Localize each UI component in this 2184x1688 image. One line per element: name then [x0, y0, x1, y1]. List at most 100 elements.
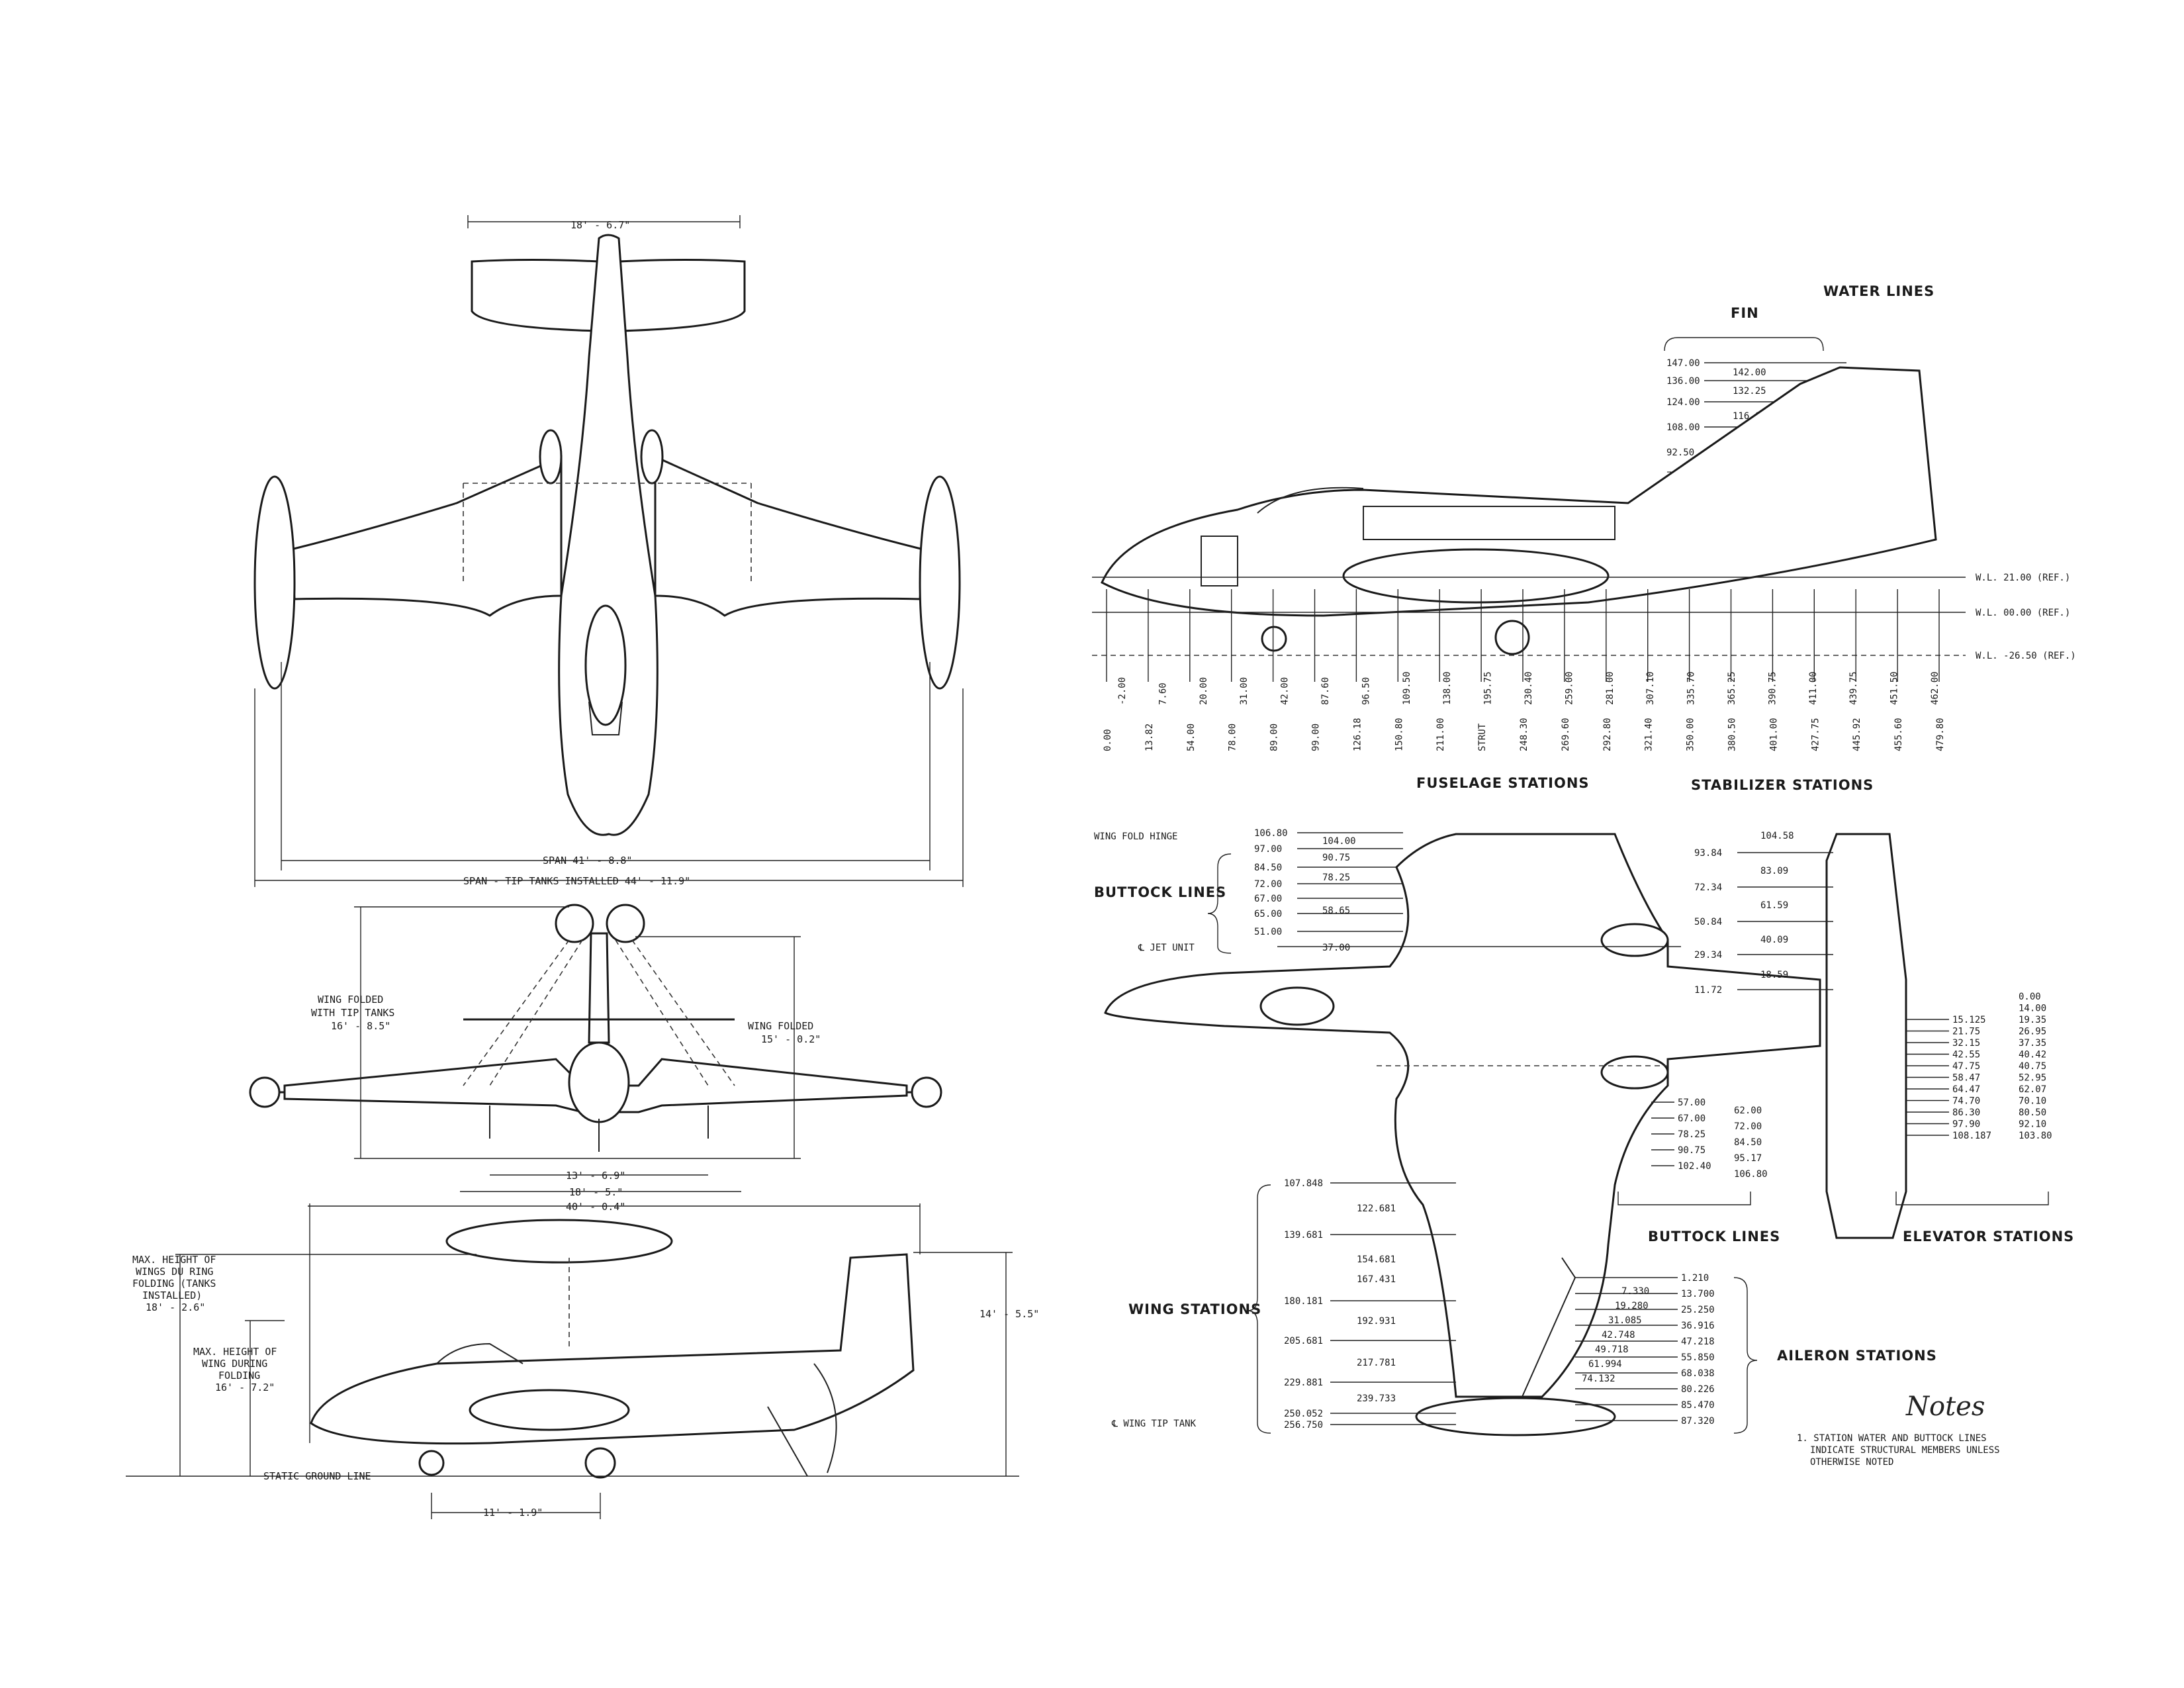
elevator-station-right: 103.80	[2019, 1131, 2052, 1141]
max-height-3: FOLDING	[218, 1370, 260, 1382]
aileron-station-right: 13.700	[1681, 1289, 1715, 1299]
fuselage-station-upper: 109.50	[1402, 671, 1412, 705]
wing-station-left: 229.881	[1284, 1378, 1323, 1388]
buttock-lines-lower-title: BUTTOCK LINES	[1648, 1229, 1780, 1244]
elevator-station-right: 62.07	[2019, 1084, 2046, 1095]
notes-line-1: 1. STATION WATER AND BUTTOCK LINES	[1797, 1433, 1987, 1444]
fuselage-station-lower: 54.00	[1186, 724, 1197, 751]
fuselage-station-upper: 138.00	[1442, 671, 1453, 705]
fuselage-station-upper: 20.00	[1199, 677, 1209, 705]
wing-station-left: 180.181	[1284, 1296, 1323, 1307]
aileron-station-left: 7.330	[1621, 1286, 1649, 1297]
buttock-line-value: 72.00	[1254, 879, 1282, 890]
max-height-1: MAX. HEIGHT OF	[193, 1346, 277, 1358]
aileron-station-right: 80.226	[1681, 1384, 1715, 1395]
front-dim-1: 13' - 6.9"	[566, 1170, 625, 1182]
stabilizer-station-right: 104.58	[1760, 831, 1794, 841]
stabilizer-station-left: 72.34	[1694, 882, 1722, 893]
fuselage-station-upper: 365.25	[1727, 671, 1737, 705]
buttock-lower-b: 62.00	[1734, 1105, 1762, 1116]
fuselage-station-upper: 451.50	[1889, 671, 1900, 705]
top-view: 18' - 6.7" SPAN 41' - 8.8" SPAN - TIP TA…	[253, 215, 964, 887]
max-height-tanks-3: FOLDING (TANKS	[132, 1278, 216, 1289]
wing-station-inner: 217.781	[1357, 1358, 1396, 1368]
aileron-stations-title: AILERON STATIONS	[1777, 1348, 1937, 1364]
aileron-station-right: 85.470	[1681, 1400, 1715, 1411]
fuselage-station-upper: 335.70	[1686, 671, 1697, 705]
buttock-lines-title: BUTTOCK LINES	[1094, 884, 1226, 900]
wing-station-inner: 192.931	[1357, 1316, 1396, 1327]
buttock-line-inner-value: 78.25	[1322, 872, 1350, 883]
wing-folded-tip-tanks-2: WITH TIP TANKS	[311, 1007, 394, 1019]
aileron-station-right: 87.320	[1681, 1416, 1715, 1427]
aileron-station-left: 74.132	[1582, 1374, 1615, 1384]
plan-view: WING FOLD HINGE BUTTOCK LINES ℄ JET UNIT…	[1094, 828, 2073, 1436]
fuselage-station-lower: 89.00	[1269, 724, 1280, 751]
wing-station-left: 107.848	[1284, 1178, 1323, 1189]
wing-folded-tip-tanks-3: 16' - 8.5"	[331, 1020, 390, 1032]
fuselage-station-lower: 321.40	[1644, 718, 1655, 751]
wl-ref-1: W.L. 21.00 (REF.)	[1976, 573, 2070, 583]
fuselage-station-lower: 479.80	[1935, 718, 1946, 751]
span-label: SPAN 41' - 8.8"	[543, 855, 632, 867]
fuselage-station-lower: 248.30	[1519, 718, 1529, 751]
water-line-value: 124.00	[1666, 397, 1700, 408]
water-line-value: 147.00	[1666, 358, 1700, 369]
aileron-station-left: 19.280	[1615, 1301, 1649, 1311]
notes: Notes 1. STATION WATER AND BUTTOCK LINES…	[1797, 1391, 2000, 1468]
notes-line-2: INDICATE STRUCTURAL MEMBERS UNLESS	[1810, 1445, 2000, 1456]
aileron-station-left: 61.994	[1588, 1359, 1622, 1370]
fuselage-station-lower: 427.75	[1810, 718, 1821, 751]
front-dim-3: 40' - 0.4"	[566, 1201, 625, 1213]
wing-station-inner: 154.681	[1357, 1254, 1396, 1265]
wing-folded-2: 15' - 0.2"	[761, 1033, 821, 1045]
buttock-lower-a: 102.40	[1678, 1161, 1711, 1172]
buttock-line-value: 65.00	[1254, 909, 1282, 919]
elevator-station-left: 58.47	[1952, 1073, 1980, 1084]
fuselage-station-upper: 439.75	[1848, 671, 1859, 705]
fuselage-station-upper: 87.60	[1320, 677, 1331, 705]
aileron-station-left: 49.718	[1595, 1344, 1629, 1355]
fuselage-station-upper: 96.50	[1361, 677, 1371, 705]
buttock-line-value: 67.00	[1254, 894, 1282, 904]
fuselage-station-upper: 42.00	[1280, 677, 1291, 705]
fuselage-station-upper: 307.10	[1645, 671, 1656, 705]
elevator-station-left: 42.55	[1952, 1050, 1980, 1060]
stabilizer-station-right: 40.09	[1760, 935, 1788, 945]
front-view: WING FOLDED WITH TIP TANKS 16' - 8.5" WI…	[249, 904, 942, 1213]
max-height-tanks-2: WINGS DU RING	[136, 1266, 213, 1278]
buttock-lower-b: 95.17	[1734, 1153, 1762, 1164]
max-height-tanks-1: MAX. HEIGHT OF	[132, 1254, 216, 1266]
max-height-tanks-4: INSTALLED)	[142, 1289, 202, 1301]
fuselage-station-upper: -2.00	[1117, 677, 1128, 705]
elevator-station-left: 32.15	[1952, 1038, 1980, 1049]
fin-title: FIN	[1731, 305, 1759, 321]
span-tip-tanks-label: SPAN - TIP TANKS INSTALLED 44' - 11.9"	[463, 875, 690, 887]
fuselage-station-lower: 126.18	[1352, 718, 1363, 751]
wing-station-inner: 239.733	[1357, 1393, 1396, 1404]
buttock-line-inner-value: 90.75	[1322, 853, 1350, 863]
fuselage-station-upper: 390.75	[1767, 671, 1778, 705]
wing-station-left: 256.750	[1284, 1420, 1323, 1430]
fuselage-station-upper: 462.00	[1930, 671, 1940, 705]
elevator-station-left: 74.70	[1952, 1096, 1980, 1107]
fuselage-station-lower: 401.00	[1768, 718, 1779, 751]
buttock-line-value: 84.50	[1254, 863, 1282, 873]
fuselage-station-lower: 269.60	[1561, 718, 1571, 751]
buttock-line-value: 97.00	[1254, 844, 1282, 855]
buttock-line-inner-value: 37.00	[1322, 943, 1350, 953]
fuselage-station-upper: 230.40	[1524, 671, 1534, 705]
jet-unit-label: ℄ JET UNIT	[1138, 943, 1195, 953]
elevator-station-left: 64.47	[1952, 1084, 1980, 1095]
buttock-lower-b: 72.00	[1734, 1121, 1762, 1132]
elevator-station-right: 0.00	[2019, 992, 2041, 1002]
stabilizer-station-left: 50.84	[1694, 917, 1722, 927]
fuselage-station-upper: 281.00	[1605, 671, 1615, 705]
side-view: STATIC GROUND LINE 14' - 5.5" 11' - 1.9"…	[126, 1203, 1039, 1519]
buttock-line-inner-value: 58.65	[1322, 906, 1350, 916]
elevator-station-left: 15.125	[1952, 1015, 1986, 1025]
fuselage-station-lower: 350.00	[1686, 718, 1696, 751]
max-height-tanks-5: 18' - 2.6"	[146, 1301, 205, 1313]
elevator-station-right: 19.35	[2019, 1015, 2046, 1025]
